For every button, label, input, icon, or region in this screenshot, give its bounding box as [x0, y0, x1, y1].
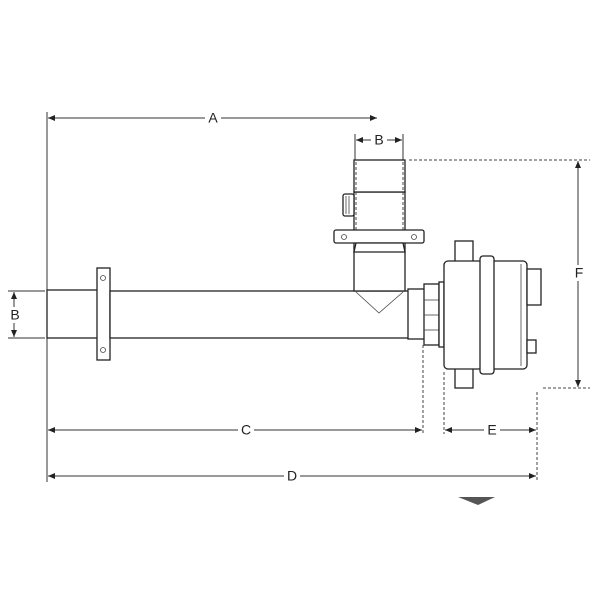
inlet-pipe [46, 267, 411, 361]
shadow-wedge [458, 497, 495, 505]
union-fitting [407, 281, 445, 348]
dimension-A: A [48, 110, 377, 126]
dimension-label-b-left: B [10, 307, 19, 323]
dimension-B-top: B [356, 132, 402, 148]
dimension-label-b-top: B [374, 132, 383, 148]
dimension-label-e: E [487, 422, 496, 438]
dimension-B-left: B [7, 292, 23, 337]
pump-body [443, 240, 542, 389]
dimension-C: C [48, 422, 422, 438]
vertical-outlet-pipe [333, 159, 425, 314]
dimension-label-c: C [241, 422, 251, 438]
dimension-label-f: F [575, 265, 584, 281]
dimension-label-a: A [208, 110, 218, 126]
dimension-E: E [445, 422, 536, 438]
dimension-F: F [571, 161, 587, 387]
dimension-D: D [48, 468, 536, 484]
dimension-label-d: D [287, 468, 297, 484]
